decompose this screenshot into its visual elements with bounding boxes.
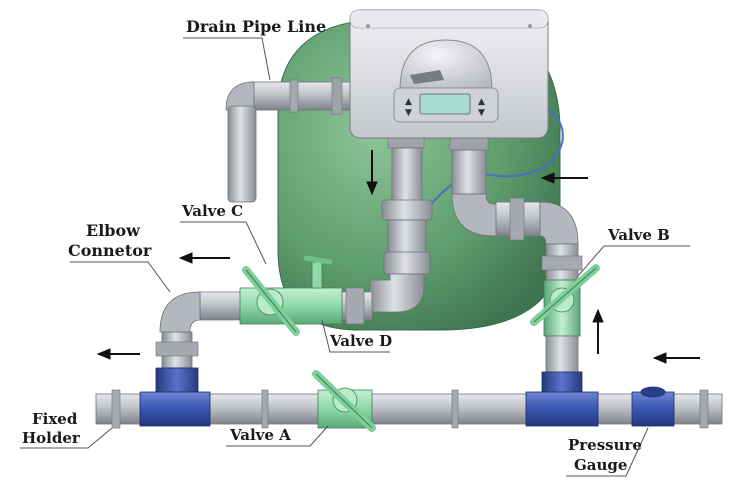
down-arrow-icon: ▼ [478,108,485,118]
label-valve-b: Valve B [607,226,670,244]
label-elbow-line2: Connetor [68,241,152,260]
flow-arrow-left-icon [98,349,140,359]
lcd-display [420,94,470,114]
pressure-gauge-port [632,387,674,426]
flow-arrow-left-icon [654,353,700,363]
leader-elbow [70,262,170,292]
control-valve-head: ▲ ▼ ▲ ▼ [350,10,548,138]
flow-arrow-up-icon [593,310,603,354]
tee-connector-left [140,368,210,426]
label-elbow-line1: Elbow [86,221,141,240]
valve-a [316,374,372,428]
label-pressure-line1: Pressure [568,436,642,454]
tee-connector-right [526,372,598,426]
leader-drain [183,38,270,80]
label-fixed-line1: Fixed [32,410,78,428]
flow-arrow-left-icon [180,253,230,263]
label-valve-d: Valve D [329,332,392,350]
down-arrow-icon: ▼ [405,108,412,118]
label-fixed-line2: Holder [22,429,81,447]
label-valve-a: Valve A [229,426,291,444]
label-valve-c: Valve C [181,202,243,220]
label-drain-pipe-line: Drain Pipe Line [186,17,326,36]
up-arrow-icon: ▲ [405,97,412,107]
label-pressure-line2: Gauge [574,456,627,474]
up-arrow-icon: ▲ [478,97,485,107]
